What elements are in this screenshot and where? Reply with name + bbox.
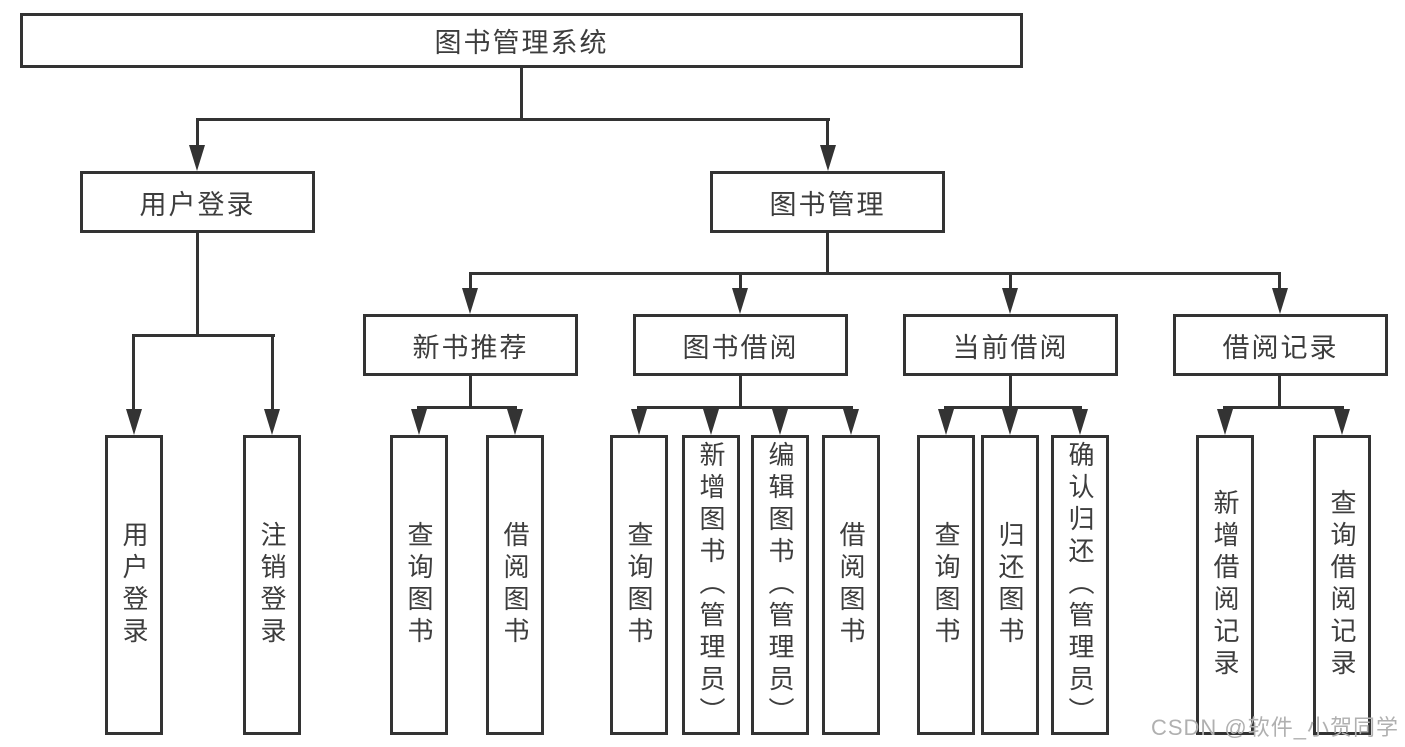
arrowhead-down-icon xyxy=(938,409,954,435)
arrowhead-down-icon xyxy=(843,409,859,435)
node-label: 借阅记录 xyxy=(1222,332,1339,363)
arrowhead-down-icon xyxy=(1334,409,1350,435)
arrowhead-down-icon xyxy=(631,409,647,435)
arrowhead-down-icon xyxy=(411,409,427,435)
arrowhead-down-icon xyxy=(1002,288,1018,314)
arrowhead-down-icon xyxy=(772,409,788,435)
connector-line xyxy=(944,406,1082,409)
connector-line xyxy=(739,376,742,408)
arrowhead-down-icon xyxy=(126,409,142,435)
connector-line xyxy=(1009,376,1012,408)
node-label: 确认归还（管理员） xyxy=(1065,441,1095,729)
node-label: 查询图书 xyxy=(624,521,654,649)
arrowhead-down-icon xyxy=(507,409,523,435)
connector-line xyxy=(1223,406,1344,409)
node-label: 新增图书（管理员） xyxy=(696,441,726,729)
connector-line xyxy=(637,406,853,409)
connector-line xyxy=(826,118,829,145)
node-book-borrowing: 图书借阅 xyxy=(633,314,848,376)
arrowhead-down-icon xyxy=(462,288,478,314)
node-leaf-edit-book-admin: 编辑图书（管理员） xyxy=(751,435,809,735)
node-leaf-add-book-admin: 新增图书（管理员） xyxy=(682,435,740,735)
connector-line xyxy=(469,376,472,408)
node-root-library-management-system: 图书管理系统 xyxy=(20,13,1023,68)
node-label: 当前借阅 xyxy=(952,332,1069,363)
arrowhead-down-icon xyxy=(1002,409,1018,435)
node-leaf-query-books-borrowing: 查询图书 xyxy=(610,435,668,735)
connector-line xyxy=(520,68,523,120)
arrowhead-down-icon xyxy=(1272,288,1288,314)
connector-line xyxy=(132,334,135,409)
connector-line xyxy=(739,272,742,288)
csdn-watermark: CSDN @软件_小贺同学 xyxy=(1150,715,1399,740)
node-label: 查询图书 xyxy=(404,521,434,649)
node-leaf-query-books-recommend: 查询图书 xyxy=(390,435,448,735)
connector-line xyxy=(1278,272,1281,288)
connector-line xyxy=(196,118,830,121)
arrowhead-down-icon xyxy=(1217,409,1233,435)
connector-line xyxy=(826,233,829,274)
node-borrowing-records: 借阅记录 xyxy=(1173,314,1388,376)
connector-line xyxy=(469,272,1281,275)
arrowhead-down-icon xyxy=(264,409,280,435)
node-label: 借阅图书 xyxy=(500,521,530,649)
node-label: 归还图书 xyxy=(995,521,1025,649)
connector-line xyxy=(196,233,199,336)
node-leaf-query-books-current: 查询图书 xyxy=(917,435,975,735)
node-leaf-borrow-books-borrowing: 借阅图书 xyxy=(822,435,880,735)
connector-line xyxy=(1278,376,1281,408)
node-book-management: 图书管理 xyxy=(710,171,945,233)
arrowhead-down-icon xyxy=(820,145,836,171)
connector-line xyxy=(417,406,517,409)
node-label: 新增借阅记录 xyxy=(1210,489,1240,681)
node-label: 图书管理 xyxy=(769,189,886,220)
connector-line xyxy=(196,118,199,145)
node-leaf-confirm-return-admin: 确认归还（管理员） xyxy=(1051,435,1109,735)
node-label: 用户登录 xyxy=(139,189,256,220)
node-leaf-logout: 注销登录 xyxy=(243,435,301,735)
node-label: 图书管理系统 xyxy=(434,28,609,58)
node-leaf-query-borrow-record: 查询借阅记录 xyxy=(1313,435,1371,735)
arrowhead-down-icon xyxy=(1072,409,1088,435)
node-leaf-add-borrow-record: 新增借阅记录 xyxy=(1196,435,1254,735)
node-label: 查询图书 xyxy=(931,521,961,649)
arrowhead-down-icon xyxy=(189,145,205,171)
node-label: 图书借阅 xyxy=(682,332,799,363)
connector-line xyxy=(271,334,274,409)
node-current-borrowing: 当前借阅 xyxy=(903,314,1118,376)
node-label: 借阅图书 xyxy=(836,521,866,649)
connector-line xyxy=(469,272,472,288)
node-user-login: 用户登录 xyxy=(80,171,315,233)
arrowhead-down-icon xyxy=(703,409,719,435)
node-label: 编辑图书（管理员） xyxy=(765,441,795,729)
connector-line xyxy=(132,334,275,337)
node-label: 新书推荐 xyxy=(412,332,529,363)
arrowhead-down-icon xyxy=(732,288,748,314)
node-label: 用户登录 xyxy=(119,521,149,649)
node-leaf-return-book: 归还图书 xyxy=(981,435,1039,735)
node-leaf-user-login: 用户登录 xyxy=(105,435,163,735)
node-label: 注销登录 xyxy=(257,521,287,649)
node-leaf-borrow-books-recommend: 借阅图书 xyxy=(486,435,544,735)
node-new-book-recommend: 新书推荐 xyxy=(363,314,578,376)
connector-line xyxy=(1009,272,1012,288)
node-label: 查询借阅记录 xyxy=(1327,489,1357,681)
